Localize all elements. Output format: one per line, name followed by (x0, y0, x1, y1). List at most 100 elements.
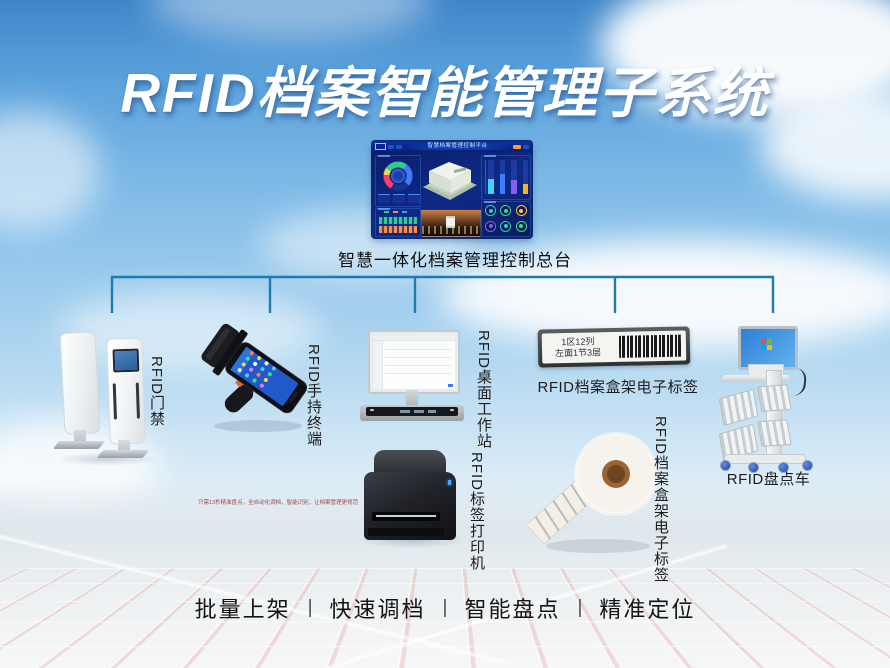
label-roll-illustration (528, 432, 658, 553)
gate-pedestal (74, 430, 86, 442)
stat-chip (378, 194, 390, 203)
console-gauge-panel (375, 155, 421, 207)
label-roll-label: RFID档案盒架电子标签 (652, 416, 669, 583)
bar-chart (488, 160, 528, 194)
barcode (618, 334, 682, 358)
bar (499, 160, 505, 194)
feature-separator: | (307, 597, 313, 618)
gate-pedestal (118, 440, 130, 452)
feature-item: 智能盘点 (464, 597, 561, 622)
gate-base-plate (52, 441, 106, 449)
gate-base-plate (96, 450, 150, 458)
app-sidebar (373, 341, 383, 389)
handheld-label: RFID手持终端 (305, 344, 322, 447)
windows-logo (761, 339, 772, 350)
console-caption: 智慧一体化档案管理控制总台 (338, 251, 572, 270)
console-header-menu (523, 144, 529, 149)
gate-illustration (52, 326, 156, 466)
caster-wheel (748, 462, 759, 473)
status-icon (485, 220, 497, 232)
feature-item: 批量上架 (194, 597, 291, 622)
caster-wheel (778, 462, 789, 473)
console-header-menu (388, 144, 394, 149)
app-row (385, 349, 451, 350)
printer-illustration (358, 450, 466, 548)
workstation-screen (373, 335, 455, 389)
file-basket (718, 388, 759, 427)
cloud (60, 290, 320, 370)
app-titlebar (373, 335, 455, 341)
console-header-menu (396, 144, 402, 149)
cart-base (724, 454, 806, 464)
status-icon (485, 205, 497, 216)
console-header-alert (513, 144, 521, 149)
gate-antenna-strip (112, 383, 117, 420)
rfid-reader-pad (360, 405, 464, 421)
console-screen-title: 智慧档案管理控制平台 (406, 143, 509, 150)
feature-separator: | (442, 597, 448, 618)
file-basket (757, 384, 792, 412)
archive-building-icon (446, 216, 455, 228)
caster-wheel (720, 460, 731, 471)
stat-chip (393, 194, 405, 203)
app-row (385, 365, 451, 366)
app-row (385, 357, 451, 358)
console-dashboard-illustration: 智慧档案管理控制平台 (372, 141, 532, 238)
workstation-monitor (368, 330, 460, 394)
file-basket (757, 419, 792, 447)
shelf-tag-text: 1区12列 左面1节3层 (542, 336, 614, 360)
app-accent (448, 384, 453, 387)
cart-illustration (718, 326, 818, 473)
console-photo-panel (421, 209, 481, 237)
reader-mark (450, 409, 454, 411)
bar (488, 160, 494, 194)
stat-chip (408, 194, 420, 203)
handheld-illustration (201, 323, 308, 432)
app-row (385, 373, 451, 374)
stat-chips (378, 194, 420, 203)
shelf-tag-label: RFID档案盒架电子标签 (537, 379, 699, 396)
console-icons-panel (481, 201, 531, 237)
console-header: 智慧档案管理控制平台 (372, 141, 532, 152)
bar (522, 160, 528, 194)
workstation-label: RFID桌面工作站 (475, 330, 492, 449)
status-icon (515, 220, 527, 232)
reader-glass (366, 407, 458, 416)
trend-legend (384, 211, 407, 213)
gate-label: RFID门禁 (148, 356, 165, 427)
gauge-center (391, 169, 405, 183)
shelf-tag-line2: 左面1节3层 (554, 347, 602, 359)
bar (511, 160, 517, 194)
gate-screen (112, 348, 140, 373)
console-bar-chart-panel (481, 155, 531, 200)
bar-chart-axis (485, 160, 486, 194)
reader-mark (370, 409, 374, 411)
caster-wheel (802, 460, 813, 471)
building-3d-model (423, 162, 477, 200)
shelf-tag-face: 1区12列 左面1节3层 (541, 330, 687, 364)
trend-band-green (379, 217, 417, 224)
printer-label: RFID标签打印机 (468, 452, 485, 571)
console-building-panel (421, 155, 479, 207)
feature-item: 精准定位 (599, 597, 696, 622)
cart-label: RFID盘点车 (726, 471, 811, 488)
status-icon (500, 220, 512, 232)
gate-front-panel (106, 337, 146, 445)
feature-strip: 批量上架 | 快速调档 | 智能盘点 | 精准定位 (0, 592, 890, 624)
monitor-stand (406, 390, 418, 405)
shelf-tag-illustration: 1区12列 左面1节3层 (536, 326, 696, 370)
printer-front-lip (368, 528, 444, 536)
fine-print: 只需13秒精准盘点，全自动化调档，智能识别，让档案管理更规范 (198, 499, 359, 506)
city-lights (422, 226, 480, 234)
status-icons-grid (484, 205, 528, 234)
printer-led (448, 480, 451, 485)
page-title: RFID档案智能管理子系统 (120, 62, 770, 124)
status-icon (500, 205, 512, 216)
gate-back-panel (59, 331, 101, 435)
feature-item: 快速调档 (329, 597, 426, 622)
workstation-illustration (360, 330, 466, 424)
status-icon (515, 205, 527, 216)
console-header-logo (375, 143, 386, 150)
